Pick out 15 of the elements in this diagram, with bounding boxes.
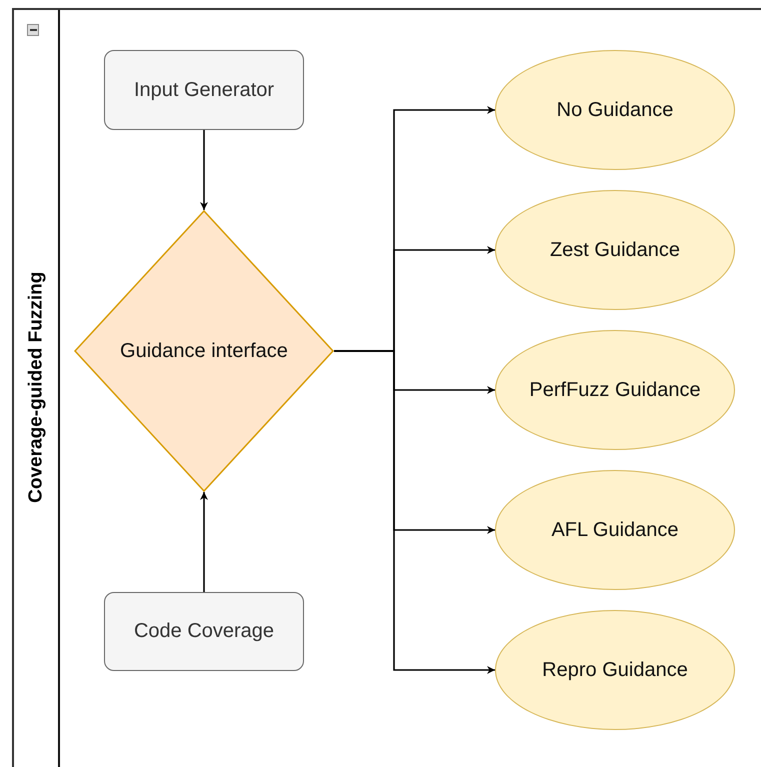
node-label: Guidance interface bbox=[120, 338, 288, 364]
node-label: Zest Guidance bbox=[550, 238, 680, 262]
node-label: Repro Guidance bbox=[542, 658, 688, 682]
node-label: PerfFuzz Guidance bbox=[529, 378, 701, 402]
node-label: AFL Guidance bbox=[551, 518, 679, 542]
node-label: No Guidance bbox=[556, 98, 674, 122]
process-box bbox=[104, 50, 304, 130]
arrow bbox=[200, 130, 208, 210]
swimlane-pool bbox=[12, 8, 761, 767]
node-label: Code Coverage bbox=[134, 619, 274, 644]
pool-title: Coverage-guided Fuzzing bbox=[24, 271, 48, 503]
process-box bbox=[104, 592, 304, 671]
node-label: Input Generator bbox=[134, 78, 274, 102]
arrow bbox=[200, 492, 208, 592]
arrow bbox=[334, 350, 495, 674]
